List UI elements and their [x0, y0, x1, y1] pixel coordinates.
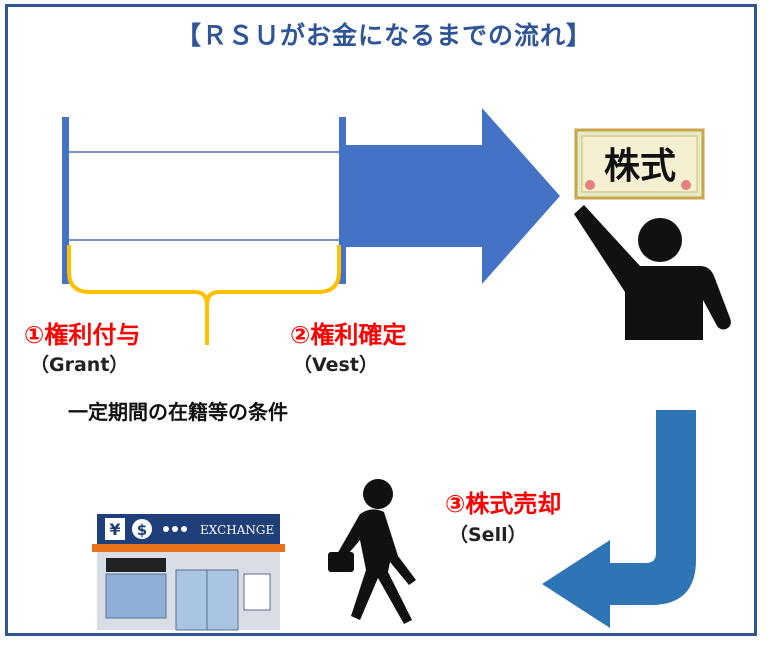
step-grant-sub: （Grant） [30, 354, 129, 376]
flow-arrow-return [542, 410, 696, 628]
step-vest-label: ②権利確定 [290, 321, 407, 349]
page-title: 【ＲＳＵがお金になるまでの流れ】 [175, 21, 592, 50]
step-grant-label: ①権利付与 [24, 321, 141, 349]
stock-certificate-icon: 株式 [574, 128, 705, 200]
certificate-text: 株式 [604, 146, 676, 187]
exchange-sign: EXCHANGE [200, 523, 274, 537]
step-sell-label: ③株式売却 [445, 490, 562, 518]
flow-arrow-right [346, 108, 560, 284]
step-vest-sub: （Vest） [293, 354, 378, 376]
vest-marker [339, 117, 346, 284]
vesting-period-bar [62, 117, 346, 284]
yen-symbol: ¥ [109, 520, 120, 539]
condition-text: 一定期間の在籍等の条件 [68, 400, 288, 424]
dollar-symbol: $ [137, 521, 147, 539]
step-sell-sub: （Sell） [449, 524, 527, 546]
walking-businessman-icon [328, 479, 416, 624]
period-bracket [67, 245, 341, 345]
currency-exchange-shop-icon: ¥ $ EXCHANGE [92, 514, 285, 631]
grant-marker [62, 117, 69, 284]
raised-hand-person-icon [574, 205, 731, 340]
outer-frame [5, 4, 757, 636]
